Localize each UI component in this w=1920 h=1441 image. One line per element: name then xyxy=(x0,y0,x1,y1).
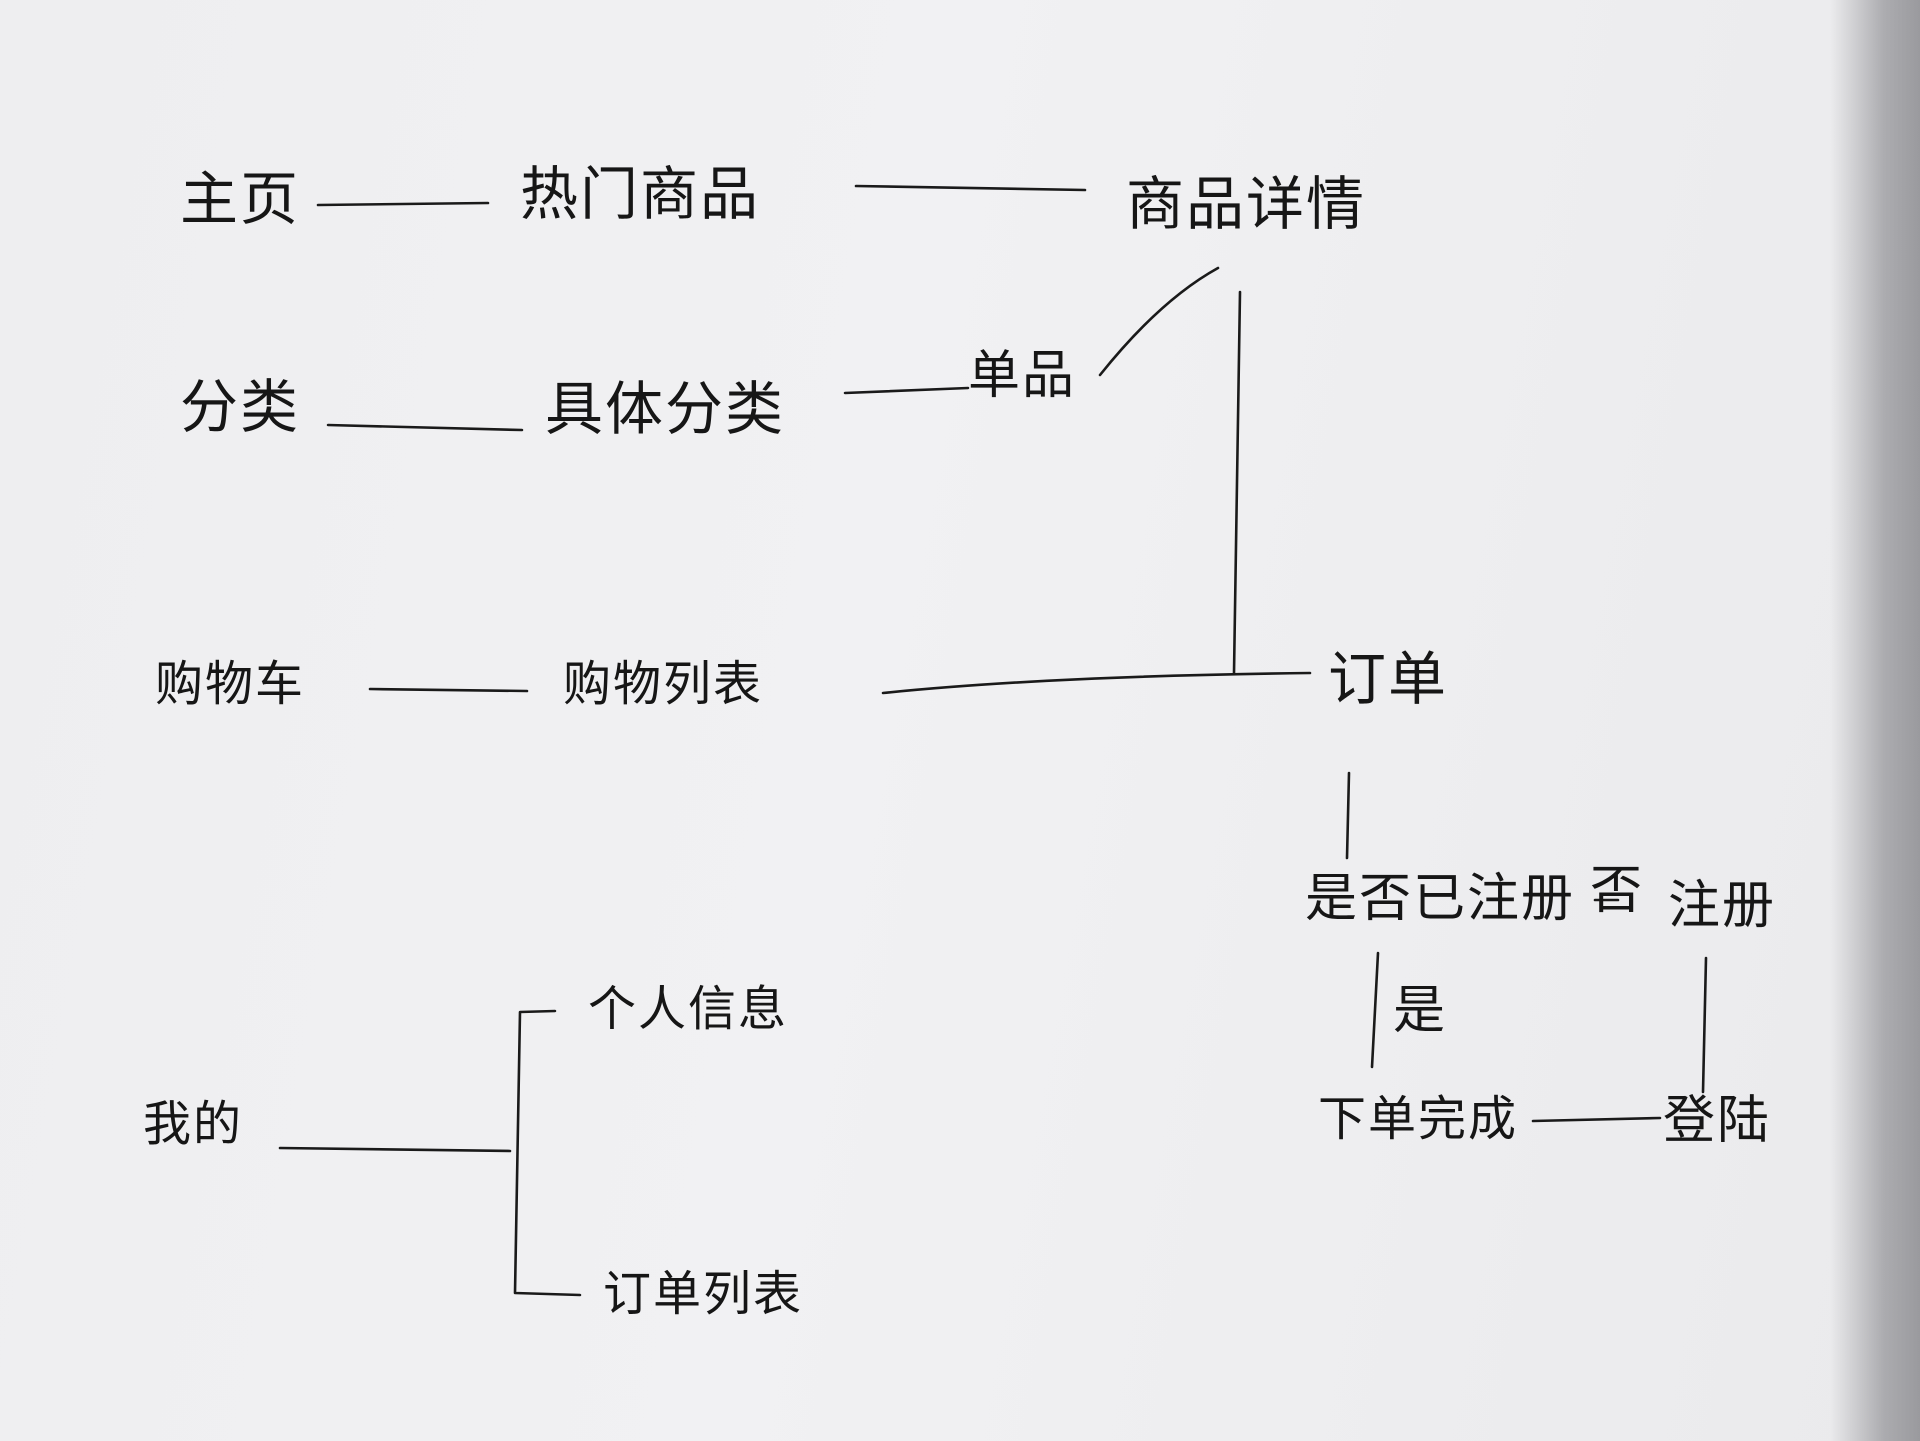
edge-mine-bracket xyxy=(513,1009,582,1297)
node-login: 登陆 xyxy=(1663,1091,1772,1151)
edge-login-order-done xyxy=(1531,1116,1662,1123)
edge-cart-cart-list xyxy=(368,687,529,693)
label-no: 否 xyxy=(1590,861,1645,921)
node-category: 分类 xyxy=(180,373,301,441)
node-order-list: 订单列表 xyxy=(603,1266,804,1322)
node-sub-category: 具体分类 xyxy=(545,375,786,443)
node-single-item: 单品 xyxy=(968,346,1077,406)
edge-hot-goods-goods-detail xyxy=(854,184,1087,192)
edge-cart-list-order xyxy=(881,671,1312,695)
node-goods-detail: 商品详情 xyxy=(1126,170,1367,238)
edge-category-sub-category xyxy=(326,423,524,432)
edge-sub-category-single-item xyxy=(843,386,970,395)
node-cart: 购物车 xyxy=(155,656,306,712)
node-cart-list: 购物列表 xyxy=(563,656,764,712)
edge-home-hot-goods xyxy=(316,201,490,207)
edge-registered-order-done xyxy=(1370,951,1380,1069)
node-registered-question: 是否已注册 xyxy=(1305,869,1576,929)
edge-mine-trunk xyxy=(278,1146,512,1153)
label-yes: 是 xyxy=(1393,981,1448,1041)
node-order: 订单 xyxy=(1328,645,1449,713)
node-personal-info: 个人信息 xyxy=(588,981,789,1037)
edge-register-login xyxy=(1701,956,1708,1094)
edge-order-registered xyxy=(1345,771,1351,860)
node-home: 主页 xyxy=(180,165,301,233)
node-order-done: 下单完成 xyxy=(1318,1091,1519,1147)
edge-goods-detail-order xyxy=(1232,290,1242,675)
node-mine: 我的 xyxy=(143,1096,244,1152)
node-hot-goods: 热门商品 xyxy=(520,160,761,228)
paper-edge-shadow xyxy=(1830,0,1920,1441)
node-register: 注册 xyxy=(1668,876,1777,936)
edge-single-item-goods-detail xyxy=(1098,266,1220,377)
